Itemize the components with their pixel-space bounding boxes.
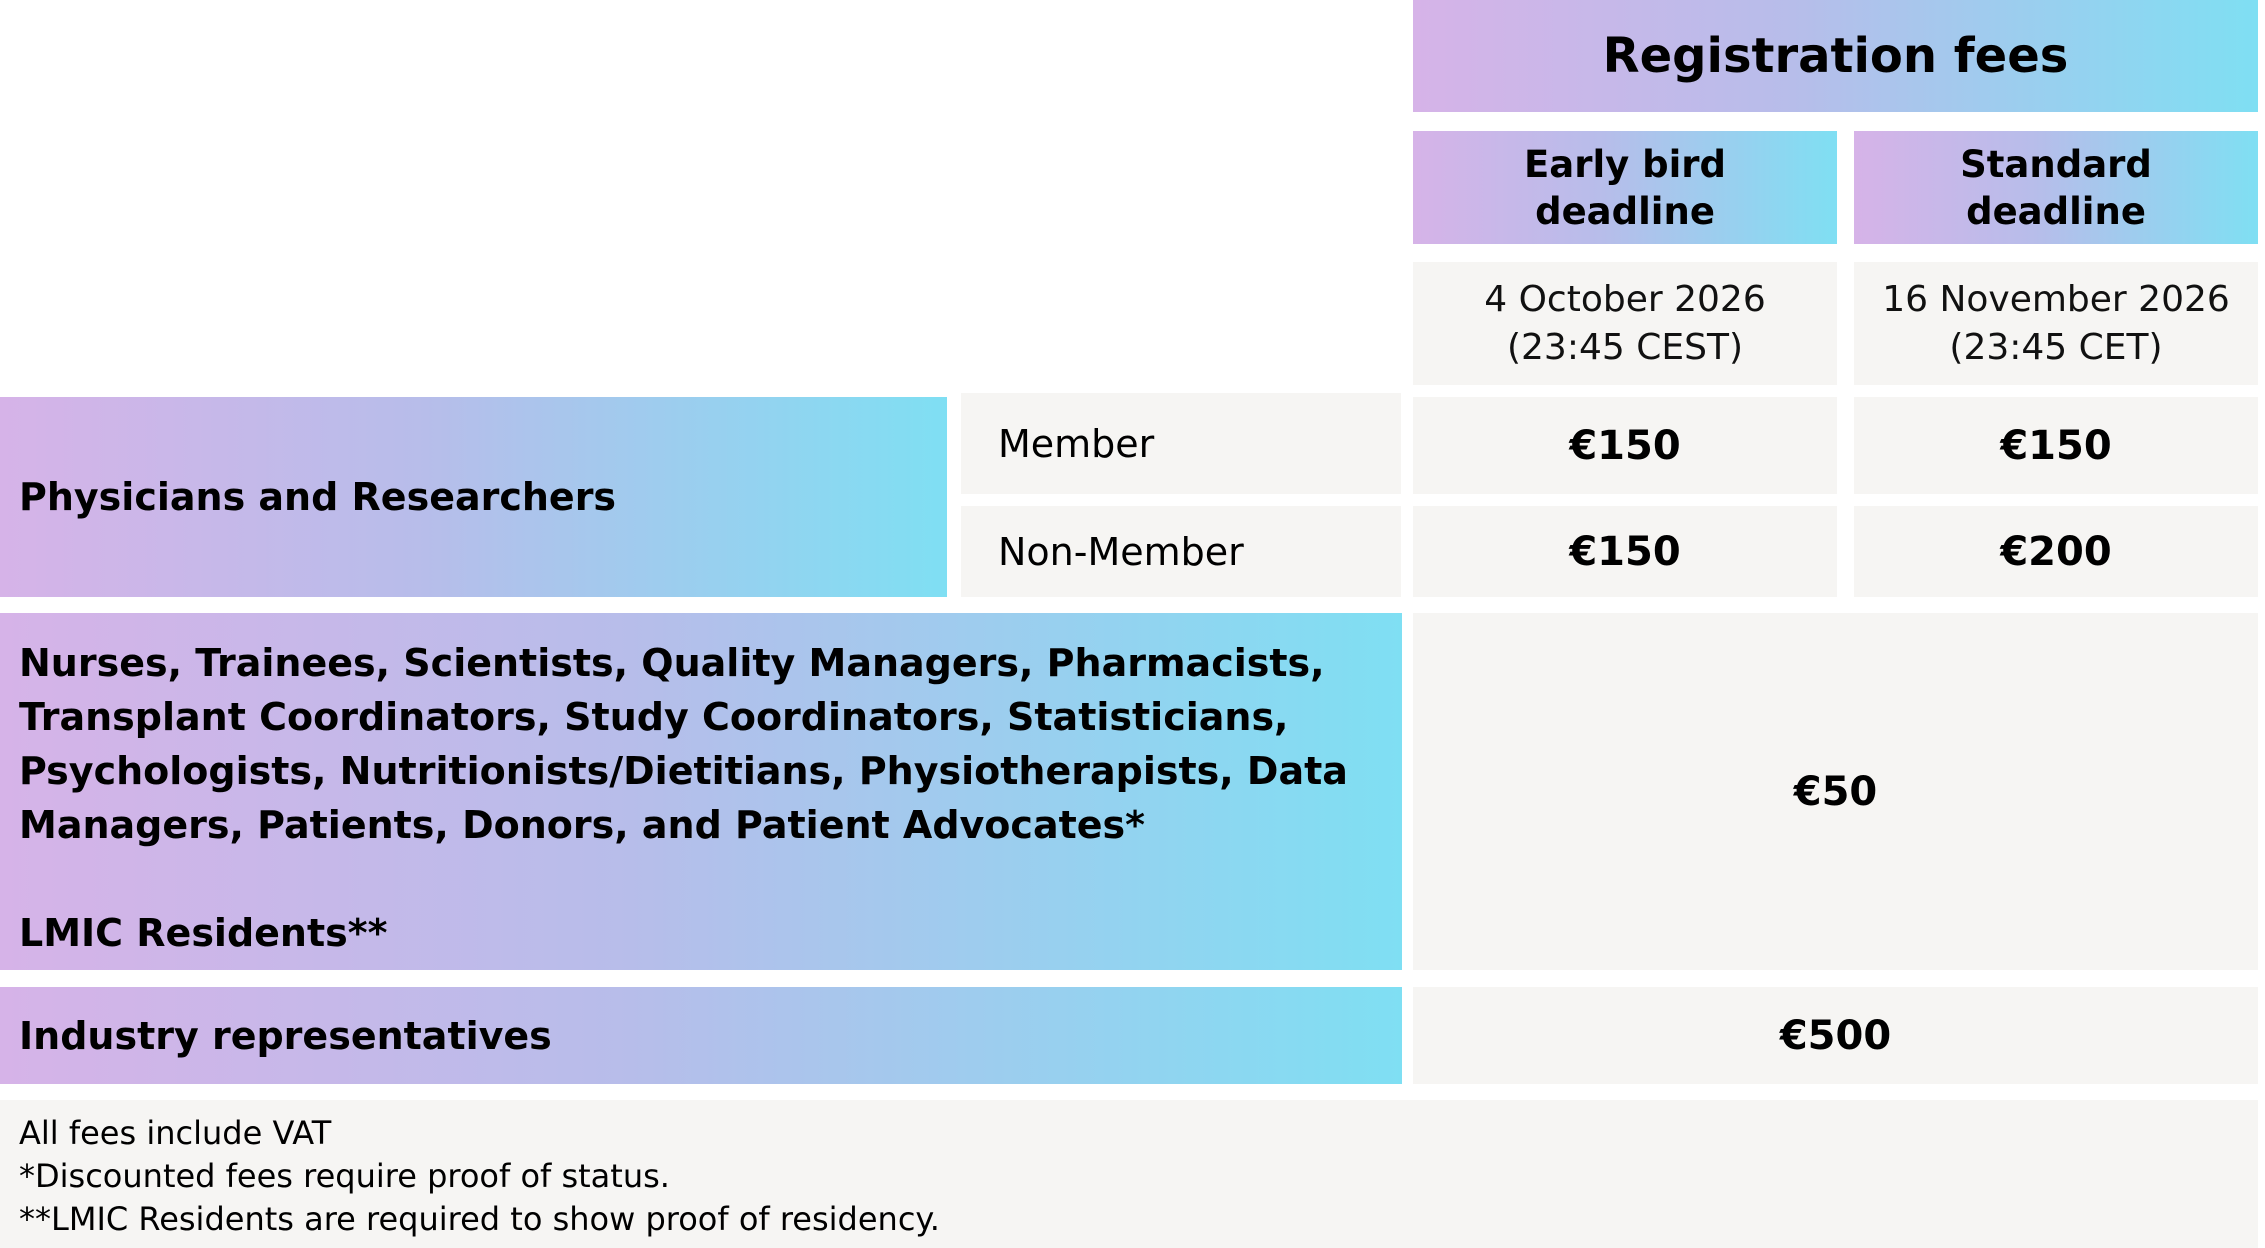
standard-line-1: Standard — [1960, 142, 2152, 186]
nurses-line-4: Managers, Patients, Donors, and Patient … — [19, 803, 1146, 847]
industry-price: €500 — [1413, 987, 2258, 1084]
footnote-lmic: **LMIC Residents are required to show pr… — [19, 1200, 940, 1238]
member-standard-price-text: €150 — [2000, 422, 2112, 469]
nonmember-standard-price: €200 — [1854, 506, 2258, 597]
registration-fees-header: Registration fees — [1413, 0, 2258, 112]
nurses-category: Nurses, Trainees, Scientists, Quality Ma… — [0, 613, 1402, 970]
footnote-discount: *Discounted fees require proof of status… — [19, 1157, 670, 1195]
early-bird-line-2: deadline — [1535, 189, 1715, 233]
footnote-vat: All fees include VAT — [19, 1114, 332, 1152]
standard-date-line-2: (23:45 CET) — [1949, 326, 2163, 368]
nurses-line-3: Psychologists, Nutritionists/Dietitians,… — [19, 749, 1348, 793]
nonmember-label: Non-Member — [998, 529, 1244, 574]
nurses-price-text: €50 — [1793, 768, 1878, 815]
early-bird-line-1: Early bird — [1523, 142, 1727, 186]
standard-header: Standard deadline — [1854, 131, 2258, 244]
member-early-price-text: €150 — [1569, 422, 1681, 469]
member-early-price: €150 — [1413, 397, 1837, 494]
nurses-line-1: Nurses, Trainees, Scientists, Quality Ma… — [19, 641, 1325, 685]
member-type-cell: Member — [961, 393, 1401, 494]
standard-date: 16 November 2026 (23:45 CET) — [1854, 262, 2258, 385]
early-bird-header: Early bird deadline — [1413, 131, 1837, 244]
nurses-price: €50 — [1413, 613, 2258, 970]
nonmember-type-cell: Non-Member — [961, 506, 1401, 597]
early-bird-date-line-1: 4 October 2026 — [1484, 278, 1766, 320]
physicians-label: Physicians and Researchers — [19, 475, 617, 519]
nonmember-standard-price-text: €200 — [2000, 528, 2112, 575]
footnotes: All fees include VAT *Discounted fees re… — [0, 1100, 2258, 1248]
nonmember-early-price: €150 — [1413, 506, 1837, 597]
registration-fees-title: Registration fees — [1602, 28, 2069, 84]
industry-category: Industry representatives — [0, 987, 1402, 1084]
member-label: Member — [998, 421, 1155, 466]
industry-label: Industry representatives — [19, 1013, 552, 1058]
early-bird-date: 4 October 2026 (23:45 CEST) — [1413, 262, 1837, 385]
standard-date-line-1: 16 November 2026 — [1882, 278, 2230, 320]
early-bird-date-line-2: (23:45 CEST) — [1506, 326, 1743, 368]
industry-price-text: €500 — [1779, 1012, 1892, 1059]
nurses-line-2: Transplant Coordinators, Study Coordinat… — [19, 695, 1289, 739]
lmic-residents-label: LMIC Residents** — [19, 911, 388, 955]
nonmember-early-price-text: €150 — [1569, 528, 1681, 575]
member-standard-price: €150 — [1854, 397, 2258, 494]
physicians-category: Physicians and Researchers — [0, 397, 947, 597]
standard-line-2: deadline — [1966, 189, 2146, 233]
